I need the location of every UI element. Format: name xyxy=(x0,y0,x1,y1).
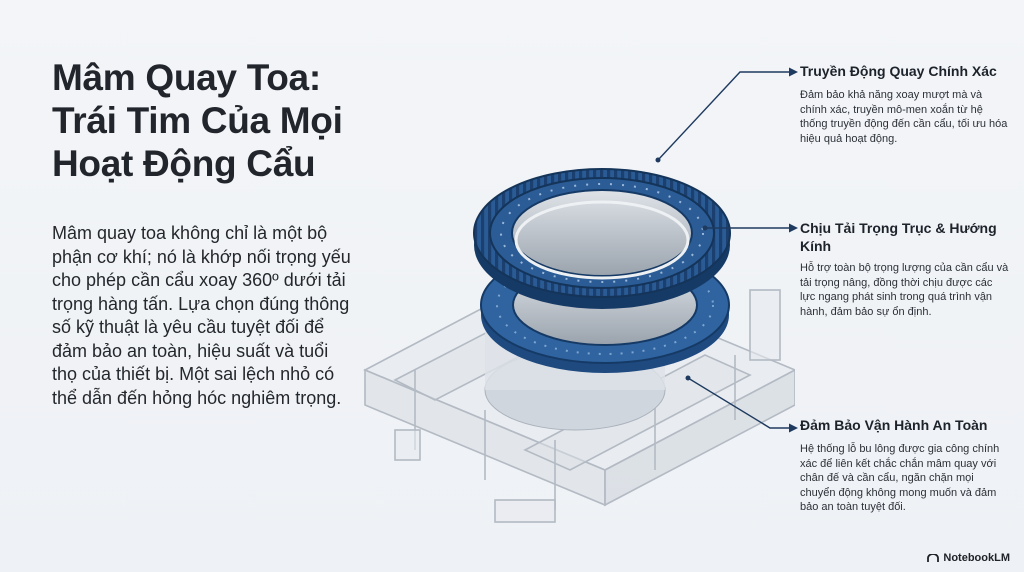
title-line: Hoạt Động Cẩu xyxy=(52,143,316,184)
callout-heading: Đảm Bảo Vận Hành An Toàn xyxy=(800,417,988,433)
callout-load-bearing: Chịu Tải Trọng Trục & Hướng Kính Hỗ trợ … xyxy=(800,219,1010,319)
upper-toothed-ring xyxy=(473,168,731,309)
callout-text: Đảm bảo khả năng xoay mượt mà và chính x… xyxy=(800,89,1008,145)
callout-precise-rotation: Truyền Động Quay Chính Xác Đảm bảo khả n… xyxy=(800,62,1010,146)
slewing-ring-illustration xyxy=(363,168,795,523)
base-frame xyxy=(363,269,795,523)
intro-paragraph: Mâm quay toa không chỉ là một bộ phận cơ… xyxy=(52,223,351,408)
title-line: Trái Tim Của Mọi xyxy=(52,100,343,141)
notebooklm-logo-icon xyxy=(927,553,940,562)
callout-heading: Truyền Động Quay Chính Xác xyxy=(800,63,997,79)
callout-text: Hỗ trợ toàn bộ trọng lượng của cần cẩu v… xyxy=(800,262,1009,318)
brand-label: NotebookLM xyxy=(943,552,1010,564)
notebooklm-brand: NotebookLM xyxy=(927,552,1010,564)
page-title: Mâm Quay Toa: Trái Tim Của Mọi Hoạt Động… xyxy=(52,56,392,185)
title-line: Mâm Quay Toa: xyxy=(52,57,321,98)
callout-heading: Chịu Tải Trọng Trục & Hướng Kính xyxy=(800,220,997,254)
callout-text: Hệ thống lỗ bu lông được gia công chính … xyxy=(800,443,1000,513)
callout-safe-operation: Đảm Bảo Vận Hành An Toàn Hệ thống lỗ bu … xyxy=(800,416,1010,515)
